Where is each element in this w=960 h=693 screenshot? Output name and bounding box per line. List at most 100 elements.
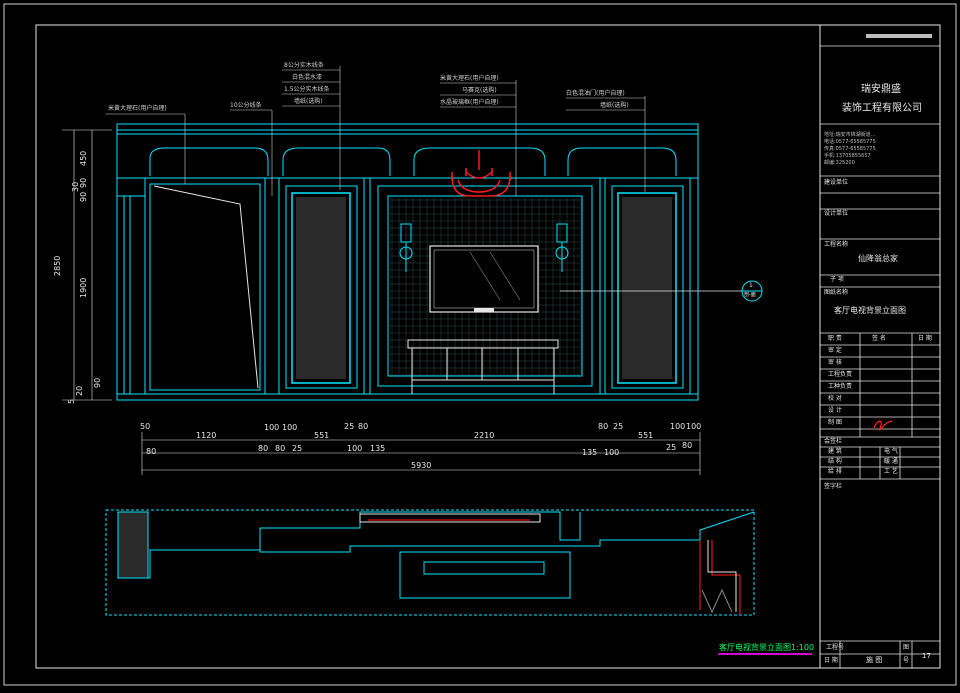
role-project-lead: 工程负责	[828, 371, 853, 378]
callout-leaders	[105, 66, 646, 196]
hdim-1120: 1120	[196, 431, 217, 440]
wall-sconce-left	[399, 223, 413, 272]
hdim2-80b: 80	[258, 444, 269, 453]
titleblock-grid	[820, 45, 940, 668]
role-design: 设 计	[828, 407, 842, 414]
hdim2-135b: 135	[582, 448, 598, 457]
hdim-100a: 100	[264, 423, 280, 432]
callout-15cm-wood-molding: 1.5公分实木线条	[284, 86, 330, 93]
wallpaper-pattern	[296, 197, 672, 379]
hdim-50: 50	[140, 422, 151, 431]
hdim2-80a: 80	[146, 447, 157, 456]
cs-electrical: 电 气	[884, 448, 898, 455]
sheet-number: 17	[922, 652, 931, 660]
hdim2-25b: 25	[666, 443, 677, 452]
callout-white-door: 白色混油门(用户自理)	[566, 90, 625, 97]
door-swing-line	[153, 185, 259, 389]
contact-zipcode: 邮编:325200	[824, 160, 855, 166]
tv-screen	[429, 245, 539, 313]
inner-border	[35, 24, 941, 669]
callout-white-paint: 白色混水漆	[292, 74, 323, 81]
hdim2-80d: 80	[682, 441, 693, 450]
countersign-label: 会签栏	[824, 438, 843, 445]
hdim-2210: 2210	[474, 431, 495, 440]
contact-phone: 电话:0577-65585775	[824, 139, 876, 145]
company-contact: 地址:瑞安市锦湖街道... 电话:0577-65585775 传真:0577-6…	[824, 132, 876, 167]
col-role: 职 责	[828, 335, 842, 342]
outer-border	[3, 3, 957, 686]
section-mark	[560, 280, 763, 302]
field-project-label: 工程名称	[824, 241, 849, 248]
dimension-lines	[62, 129, 701, 475]
hdim2-80c: 80	[275, 444, 286, 453]
vdim-90b: 90	[79, 191, 88, 202]
company-name-line1: 瑞安鼎盛	[861, 84, 901, 95]
drawing-name: 客厅电视背景立面图	[834, 306, 906, 315]
footer-no: 号	[903, 657, 910, 664]
callout-wallpaper-right: 墙纸(选购)	[600, 102, 629, 109]
hdim-551a: 551	[314, 431, 330, 440]
tv-cabinet	[407, 339, 559, 394]
role-approve: 审 定	[828, 347, 842, 354]
seal-label: 签字栏	[824, 483, 843, 490]
field-owner: 建设单位	[824, 179, 849, 186]
vdim-total-2850: 2850	[53, 255, 62, 276]
vdim-20: 20	[75, 385, 84, 396]
hdim2-100a: 100	[347, 444, 363, 453]
plan-view	[105, 509, 755, 616]
vdim-5: 5	[67, 398, 76, 404]
contact-mobile: 手机:13705855657	[824, 153, 871, 159]
company-name-line2: 装饰工程有限公司	[842, 103, 922, 114]
footer-project-no: 工程号	[826, 644, 845, 651]
callout-crystal-glass-frame: 水晶玻璃框(用户自理)	[440, 99, 499, 106]
callout-8cm-wood-molding: 8公分实木线条	[284, 62, 324, 69]
chandelier	[451, 150, 511, 197]
cs-process: 工 艺	[884, 468, 898, 475]
wall-sconce-right	[555, 223, 569, 272]
hdim-100d: 100	[686, 422, 702, 431]
field-drawing-label: 图纸名称	[824, 289, 849, 296]
hdim2-25a: 25	[292, 444, 303, 453]
hdim-total-5930: 5930	[411, 461, 432, 470]
section-mark-label: 剖-面	[744, 292, 756, 298]
role-discipline-lead: 工种负责	[828, 383, 853, 390]
cs-structure: 结 构	[828, 458, 842, 465]
cs-architecture: 建 筑	[828, 448, 842, 455]
hdim-551b: 551	[638, 431, 654, 440]
field-sub-label: 子 项	[830, 276, 844, 283]
vdim-1900: 1900	[79, 277, 88, 298]
callout-10cm-molding: 10公分线条	[230, 102, 262, 109]
footer-date: 日 期	[824, 657, 838, 664]
vdim-450: 450	[79, 150, 88, 166]
hdim-25a: 25	[344, 422, 355, 431]
footer-fig: 图	[903, 644, 910, 651]
col-date: 日 期	[918, 335, 932, 342]
contact-fax: 传真:0577-65585775	[824, 146, 876, 152]
role-review: 审 核	[828, 359, 842, 366]
cs-hvac: 暖 通	[884, 458, 898, 465]
vdim-90a: 90	[79, 177, 88, 188]
callout-marble-center: 米黄大理石(用户自理)	[440, 75, 499, 82]
hdim-25b: 25	[613, 422, 624, 431]
footer-stage: 施 图	[866, 656, 883, 664]
role-check: 校 对	[828, 395, 842, 402]
titleblock-bar	[866, 34, 932, 38]
col-sign: 签 名	[872, 335, 886, 342]
hdim2-135a: 135	[370, 444, 386, 453]
drawing-caption: 客厅电视背景立面图1:100	[719, 643, 815, 652]
hdim-80b: 80	[598, 422, 609, 431]
vdim-90c: 90	[93, 377, 102, 388]
hdim2-100b: 100	[604, 448, 620, 457]
section-mark-number: 1	[749, 282, 753, 289]
elevation-drawing	[116, 123, 699, 401]
hdim-100c: 100	[670, 422, 686, 431]
hdim-100b: 100	[282, 423, 298, 432]
hdim-80a: 80	[358, 422, 369, 431]
role-draft: 制 图	[828, 419, 842, 426]
field-designer: 设计单位	[824, 210, 849, 217]
callout-marble-left: 米黄大理石(用户自理)	[108, 105, 167, 112]
cs-plumbing: 给 排	[828, 468, 842, 475]
callout-mosaic: 马赛克(选购)	[462, 87, 497, 94]
